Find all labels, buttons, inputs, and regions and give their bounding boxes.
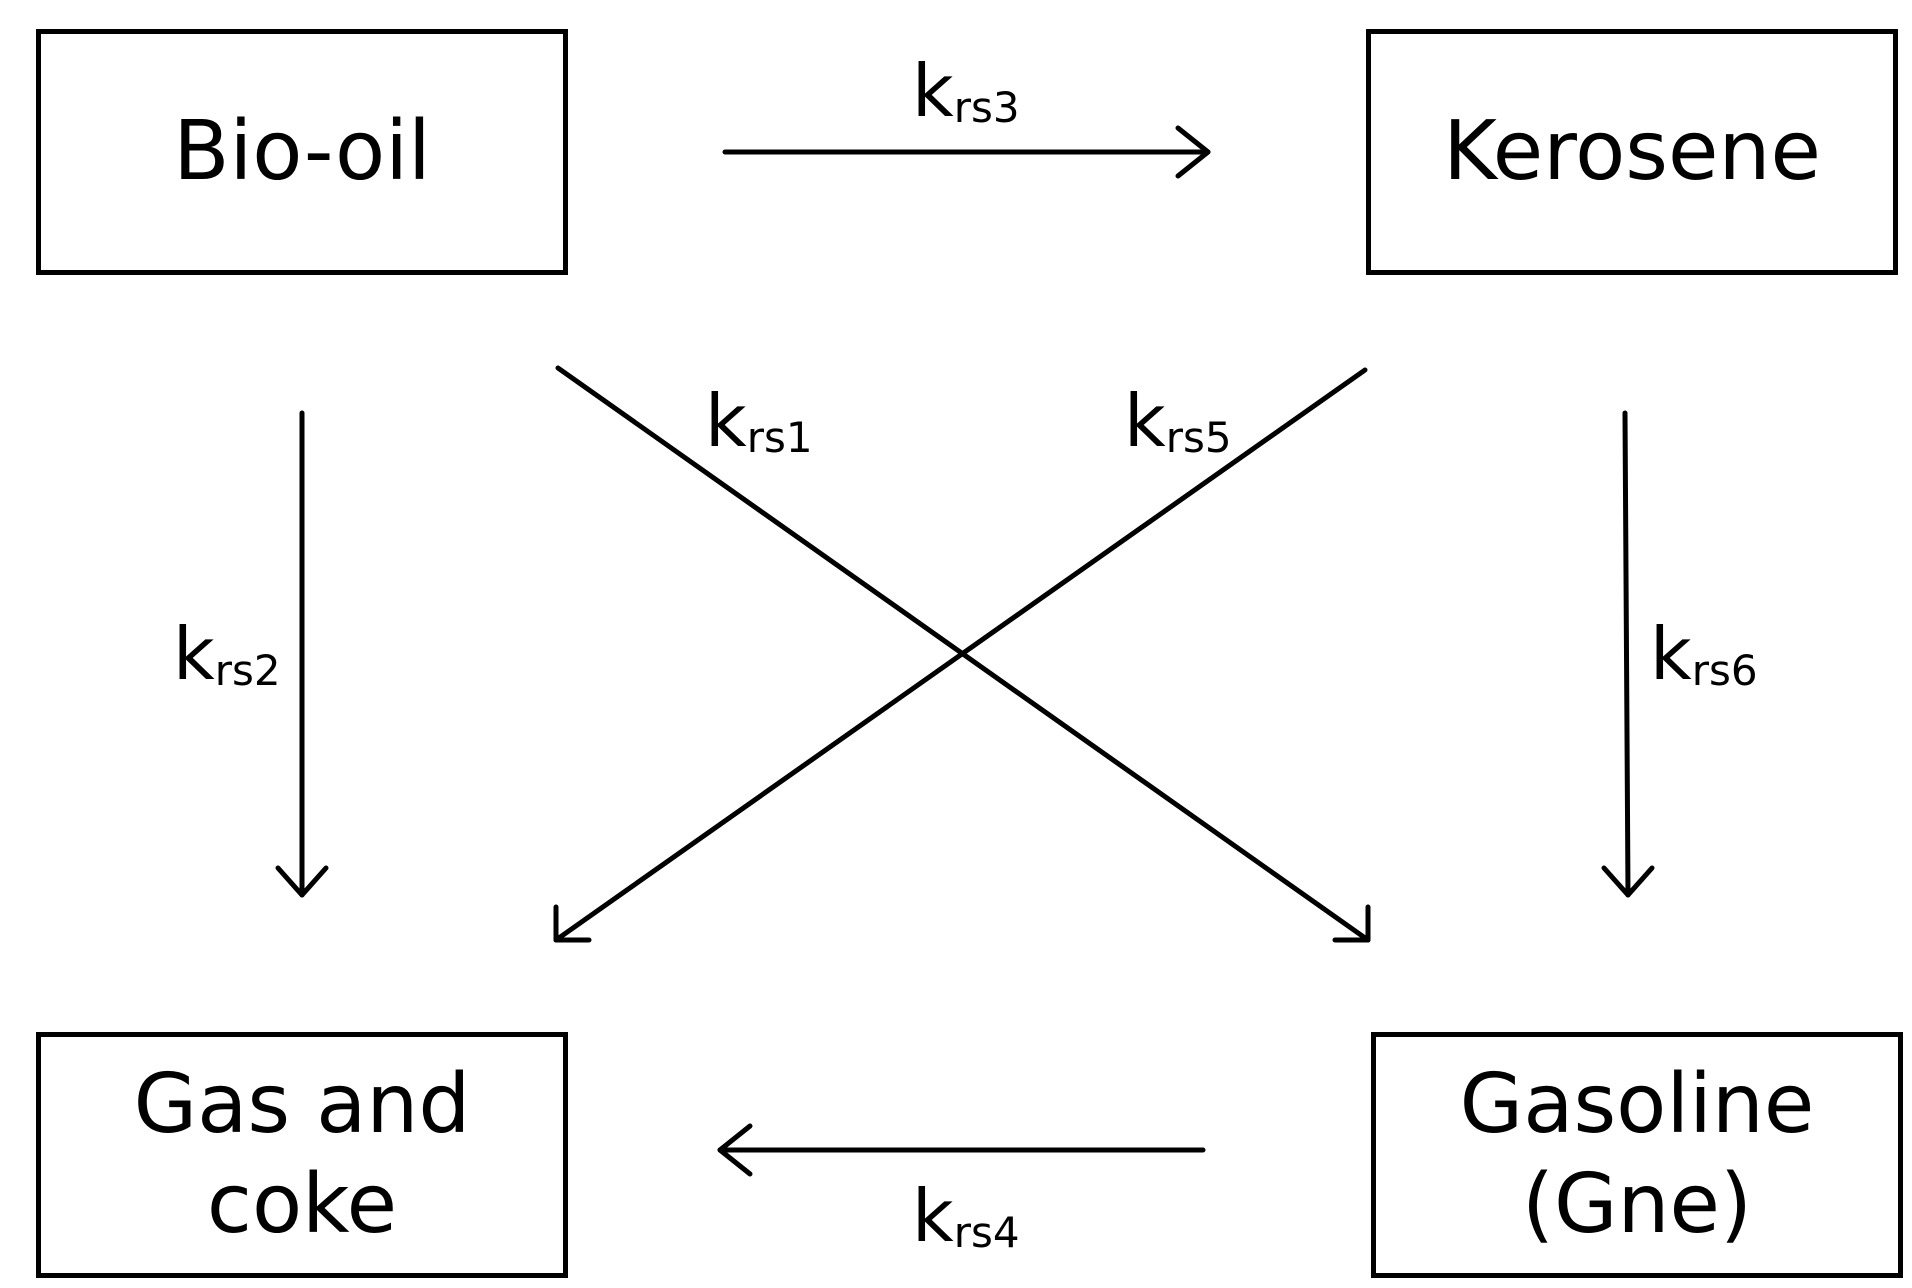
node-kerosene-label: Kerosene	[1443, 104, 1821, 199]
rate-label-krs2: krs2	[173, 618, 281, 701]
node-gas-and-coke-line2: coke	[206, 1157, 398, 1252]
rate-subscript: rs3	[953, 83, 1020, 132]
rate-subscript: rs2	[214, 646, 281, 695]
node-kerosene: Kerosene	[1366, 29, 1898, 275]
rate-label-krs5: krs5	[1124, 385, 1232, 468]
rate-subscript: rs5	[1165, 413, 1232, 462]
arrow-bio-oil-to-gas-and-coke	[275, 410, 329, 898]
rate-label-krs3: krs3	[912, 55, 1020, 138]
rate-symbol: k	[1124, 379, 1166, 463]
node-gasoline-line2: (Gne)	[1522, 1157, 1752, 1252]
rate-subscript: rs4	[953, 1208, 1020, 1257]
node-gasoline-line1: Gasoline	[1459, 1057, 1815, 1152]
rate-symbol: k	[912, 1174, 954, 1258]
arrow-gasoline-to-gas-and-coke	[717, 1123, 1206, 1177]
arrow-kerosene-to-gasoline	[1601, 410, 1655, 898]
arrow-bio-oil-to-kerosene	[722, 125, 1211, 179]
rate-symbol: k	[912, 49, 954, 133]
node-gas-and-coke-line1: Gas and	[133, 1057, 471, 1152]
rate-symbol: k	[705, 379, 747, 463]
rate-symbol: k	[173, 612, 215, 696]
rate-subscript: rs1	[746, 413, 813, 462]
rate-label-krs4: krs4	[912, 1180, 1020, 1263]
node-bio-oil-label: Bio-oil	[173, 104, 431, 199]
node-bio-oil: Bio-oil	[36, 29, 568, 275]
rate-label-krs6: krs6	[1650, 618, 1758, 701]
rate-label-krs1: krs1	[705, 385, 813, 468]
rate-symbol: k	[1650, 612, 1692, 696]
rate-subscript: rs6	[1691, 646, 1758, 695]
arrow-kerosene-to-gas-and-coke	[553, 367, 1368, 943]
node-gas-and-coke: Gas and coke	[36, 1032, 568, 1278]
node-gasoline: Gasoline (Gne)	[1371, 1032, 1903, 1278]
